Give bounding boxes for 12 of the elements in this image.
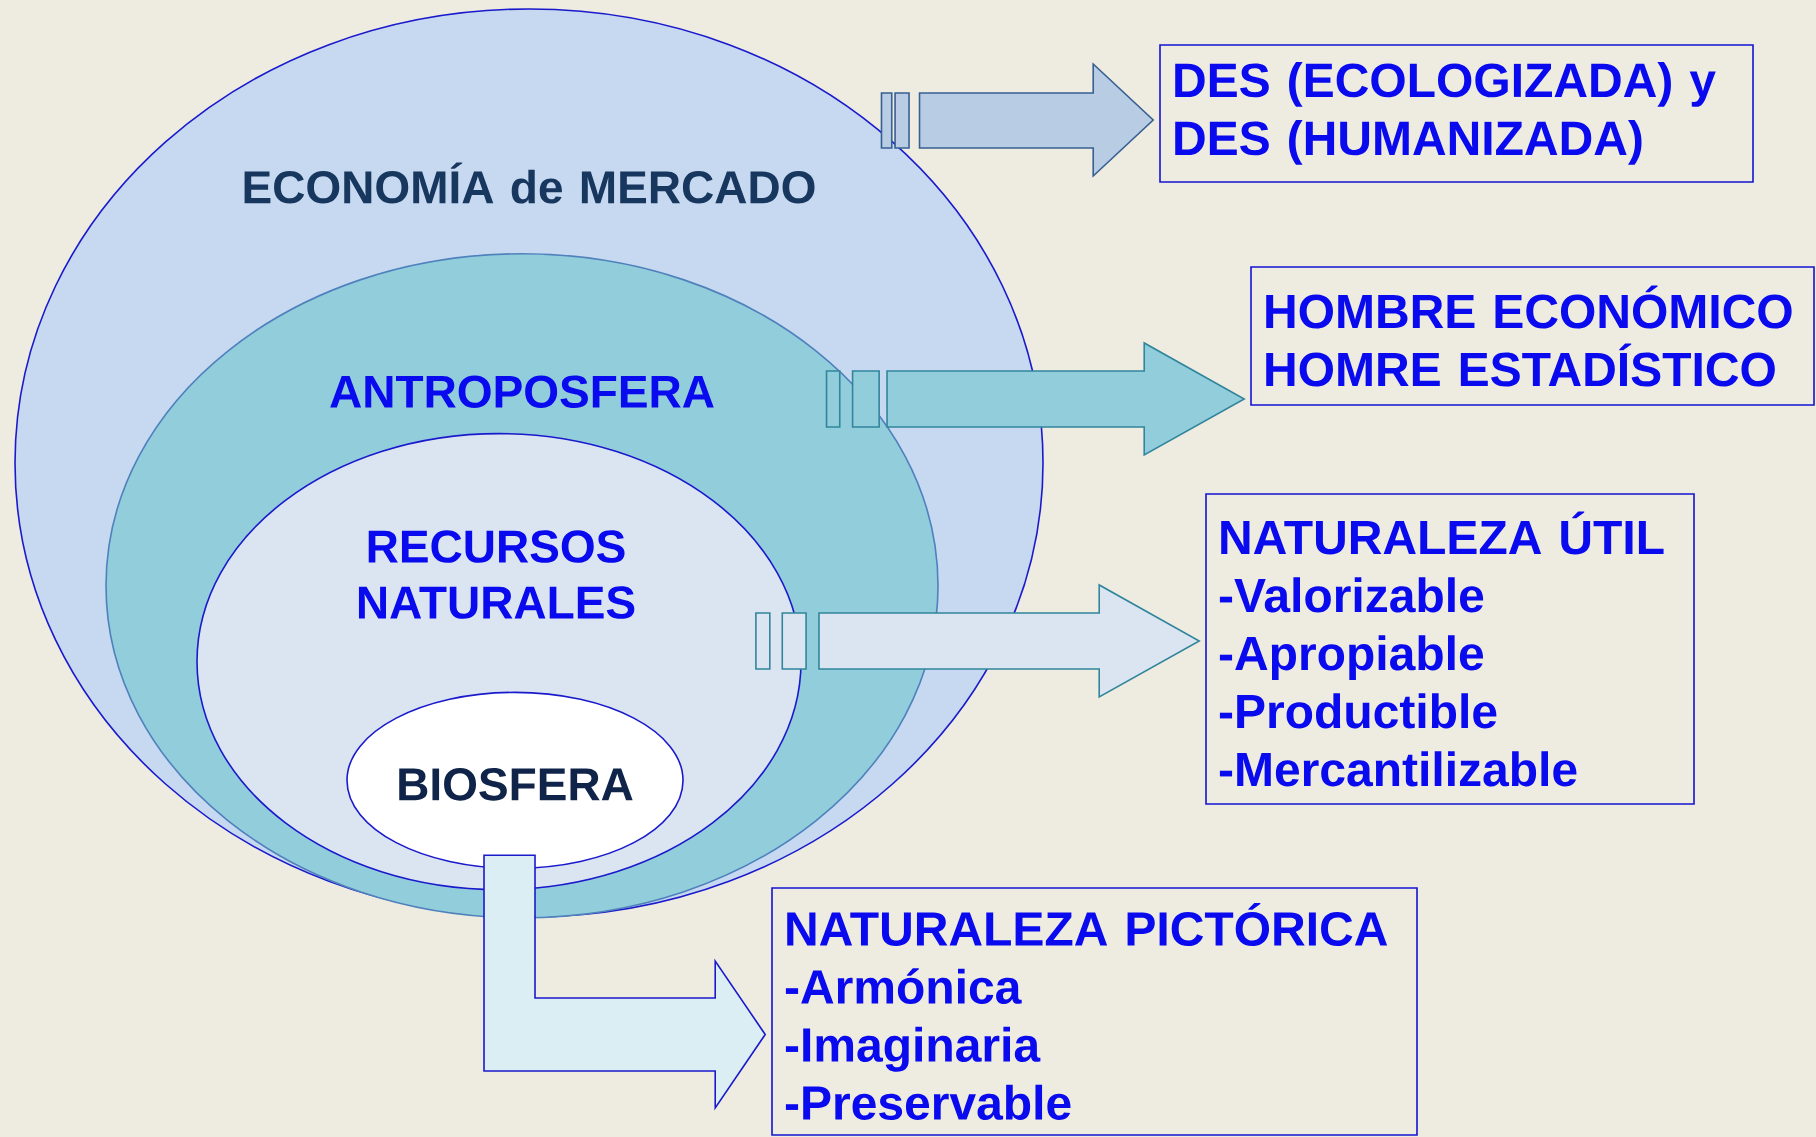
block-arrow: [755, 583, 1201, 699]
text-box: NATURALEZA PICTÓRICA -Armónica -Imaginaria -Preservable: [771, 887, 1418, 1136]
block-arrow: [825, 341, 1246, 457]
block-arrow: [483, 854, 767, 1111]
ellipse-label: RECURSOS NATURALES: [358, 530, 635, 619]
ellipse-label: BIOSFERA: [399, 768, 633, 801]
text-box: NATURALEZA ÚTIL -Valorizable -Apropiable -Productible -Mercantilizable: [1205, 493, 1695, 805]
text-box: HOMBRE ECONÓMICO HOMRE ESTADÍSTICO: [1250, 266, 1815, 406]
ellipse-label: ECONOMÍA de MERCADO: [244, 162, 815, 204]
block-arrow: [880, 62, 1155, 178]
text-box: DES (ECOLOGIZADA) y DES (HUMANIZADA): [1159, 44, 1754, 183]
ellipse-label: ANTROPOSFERA: [330, 375, 714, 409]
